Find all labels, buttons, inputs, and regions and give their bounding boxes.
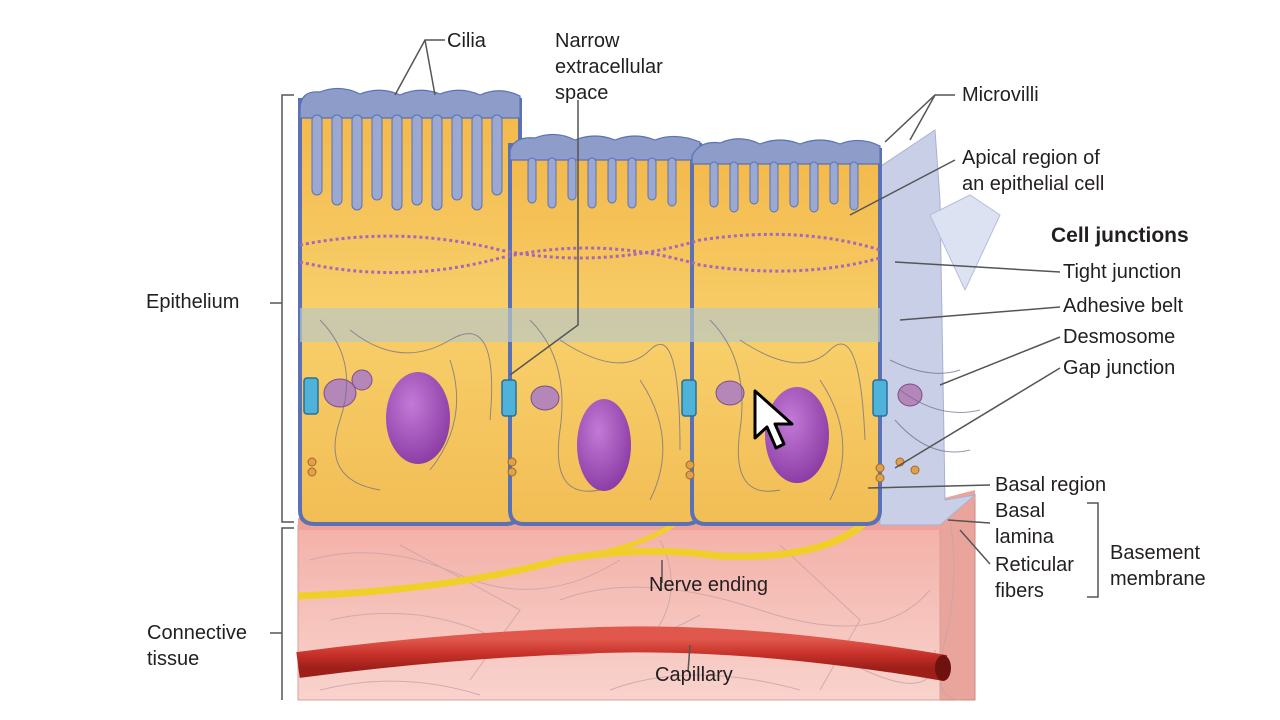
label-apical-line-2: an epithelial cell — [962, 173, 1105, 195]
desmosomes — [303, 377, 888, 417]
label-basement-line-2: membrane — [1110, 568, 1206, 590]
mouse-cursor-icon — [753, 389, 794, 450]
label-connective-tissue: Connective tissue — [147, 620, 247, 672]
nucleus-1 — [386, 372, 450, 464]
label-microvilli: Microvilli — [962, 84, 1039, 106]
label-nerve-ending: Nerve ending — [649, 574, 768, 596]
label-epithelium: Epithelium — [146, 291, 240, 313]
label-apical-line-1: Apical region of — [962, 147, 1100, 169]
label-narrow-line-2: extracellular — [555, 56, 663, 78]
label-reticular-fibers: Reticular fibers — [995, 552, 1074, 604]
cilia-shafts — [311, 114, 859, 213]
label-narrow-line-1: Narrow — [555, 30, 620, 52]
label-basal-lamina-line-1: Basal — [995, 500, 1046, 522]
label-basal-region: Basal region — [995, 474, 1107, 496]
label-basement-line-1: Basement — [1110, 542, 1201, 564]
label-desmosome: Desmosome — [1063, 326, 1176, 348]
label-cell-junctions: Cell junctions — [1051, 224, 1189, 247]
label-connective-line-2: tissue — [147, 648, 200, 670]
basal-junction-dots — [307, 457, 920, 483]
bracket-lines — [281, 94, 1099, 700]
label-narrow-line-3: space — [555, 82, 609, 104]
label-basement-membrane: Basement membrane — [1110, 540, 1206, 592]
label-reticular-line-1: Reticular — [995, 554, 1074, 576]
epithelial-cells — [298, 87, 981, 526]
adhesive-belt-band — [300, 308, 880, 342]
label-basal-lamina: Basal lamina — [995, 498, 1054, 550]
label-basal-lamina-line-2: lamina — [995, 526, 1054, 548]
gap-junctions — [323, 369, 923, 411]
cytoskeleton-filaments — [319, 319, 981, 501]
capillary-vessel — [296, 626, 951, 681]
label-narrow-extracellular-space: Narrow extracellular space — [555, 28, 663, 106]
label-capillary: Capillary — [655, 664, 733, 686]
cilia-tufts — [299, 87, 881, 165]
label-reticular-line-2: fibers — [995, 580, 1044, 602]
label-adhesive-belt: Adhesive belt — [1063, 295, 1184, 317]
lateral-cell-face — [874, 129, 977, 526]
nucleus-3 — [765, 387, 829, 483]
label-tight-junction: Tight junction — [1063, 261, 1182, 283]
leader-lines — [270, 39, 1061, 673]
label-apical-region: Apical region of an epithelial cell — [962, 145, 1104, 197]
tight-junction-strands — [299, 232, 881, 275]
label-connective-line-1: Connective — [147, 622, 248, 644]
nucleus-2 — [577, 399, 631, 491]
label-gap-junction: Gap junction — [1063, 357, 1176, 379]
label-cilia: Cilia — [447, 30, 486, 52]
